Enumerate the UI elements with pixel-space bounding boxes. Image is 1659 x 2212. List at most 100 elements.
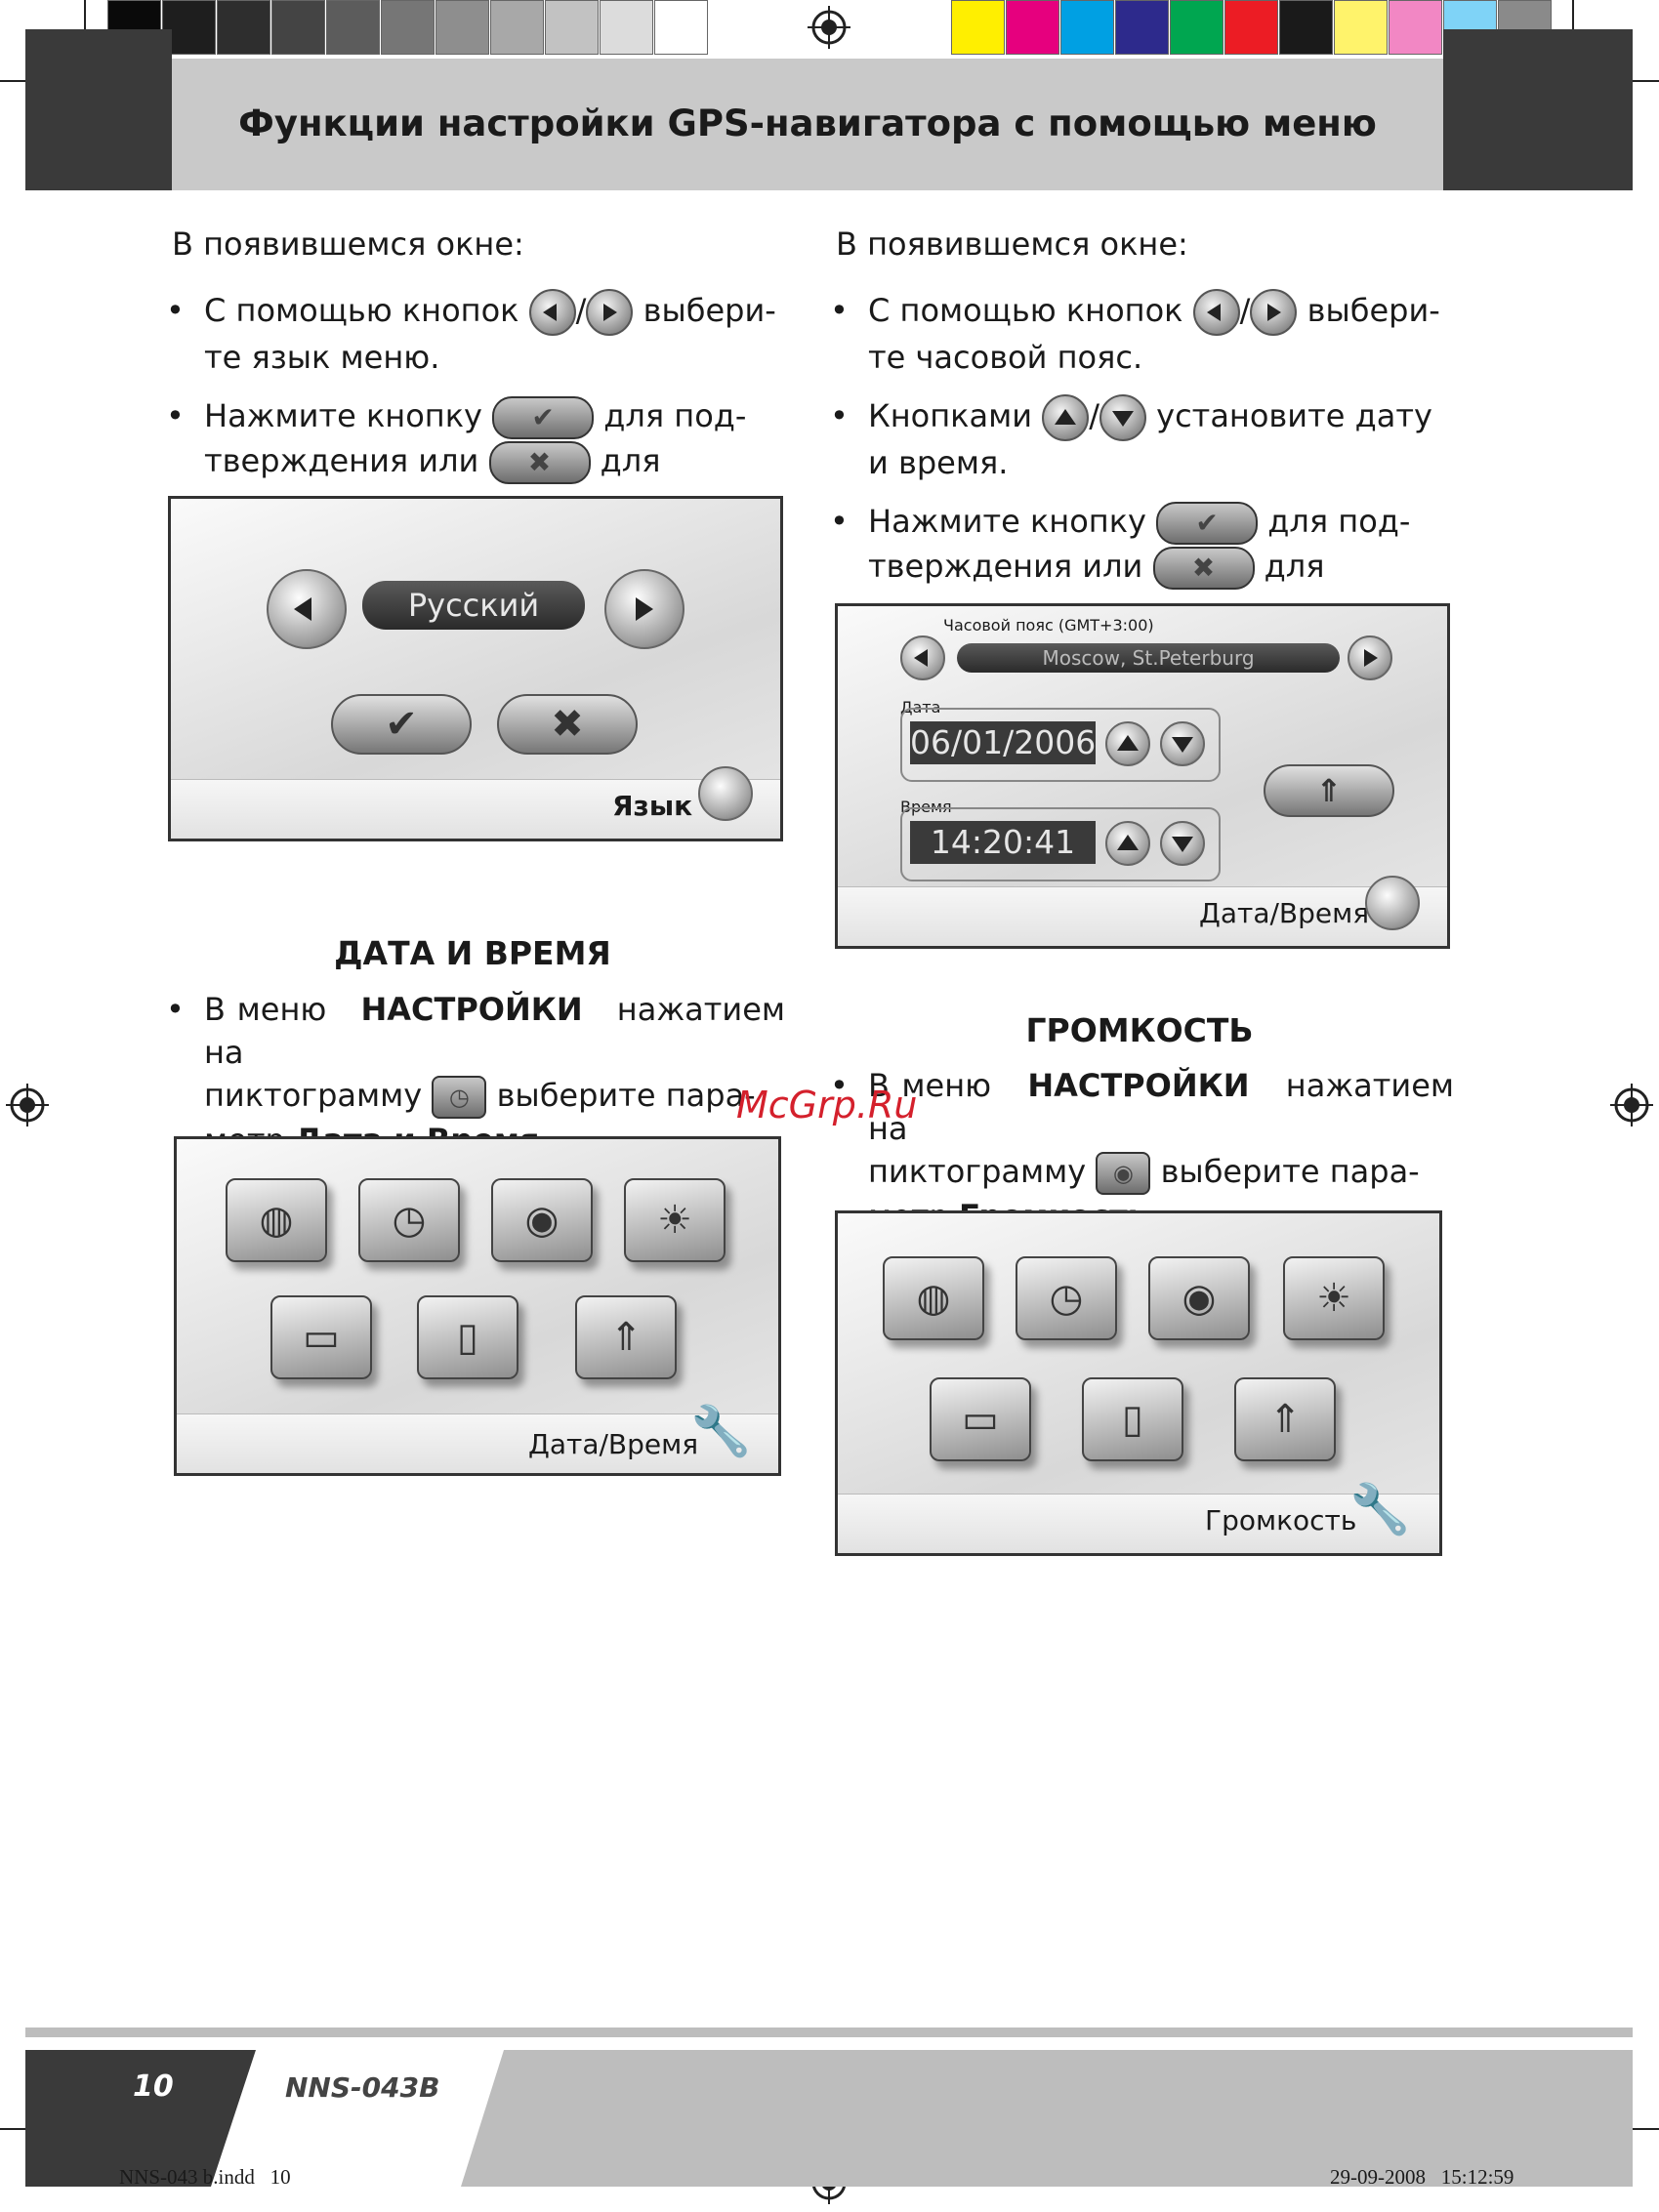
section-title-date-time: ДАТА И ВРЕМЯ (334, 934, 611, 972)
settings-menu-screen-volume: ◍ ◷ ◉ ☀ ▭ ▯ ⇑ Громкость 🔧 (835, 1210, 1442, 1556)
bullet: • (166, 397, 185, 434)
color-swatch (1170, 0, 1224, 55)
gray-swatch (654, 0, 708, 55)
model-name: NNS-043B (285, 2071, 440, 2104)
time-up-button[interactable] (1105, 821, 1150, 866)
date-value[interactable]: 06/01/2006 (910, 721, 1096, 764)
left-intro: В появившемся окне: (172, 225, 524, 263)
left-bullet-2: Нажмите кнопку ✔ для под- тверждения или… (204, 394, 785, 527)
footer-rule (25, 2028, 1633, 2037)
screen-footer-label: Дата/Время (528, 1428, 699, 1460)
registration-mark-icon (6, 1084, 49, 1126)
screen-footer (171, 779, 780, 839)
file-info: NNS-043 b.indd 10 (119, 2165, 291, 2189)
crop-mark (84, 0, 86, 55)
date-down-button[interactable] (1160, 721, 1205, 766)
bullet: • (830, 292, 849, 329)
date-group (900, 708, 1221, 782)
header-band (172, 59, 1443, 190)
back-button[interactable]: ⇑ (1264, 764, 1394, 817)
language-value: Русский (362, 581, 585, 630)
time-value[interactable]: 14:20:41 (910, 821, 1096, 864)
time-down-button[interactable] (1160, 821, 1205, 866)
confirm-button[interactable]: ✔ (331, 694, 472, 755)
date-time-screen: Часовой пояс (GMT+3:00) Moscow, St.Peter… (835, 603, 1450, 949)
gray-swatch (490, 0, 544, 55)
settings-menu-screen-date: ◍ ◷ ◉ ☀ ▭ ▯ ⇑ Дата/Время 🔧 (174, 1136, 781, 1476)
card-folder-icon[interactable]: ▭ (930, 1377, 1031, 1461)
clock-folder-icon[interactable]: ◷ (358, 1178, 460, 1262)
confirm-button-icon: ✔ (492, 396, 595, 439)
battery-folder-icon[interactable]: ▯ (1082, 1377, 1183, 1461)
globe-folder-icon[interactable]: ◍ (226, 1178, 327, 1262)
right-arrow-button (586, 289, 634, 336)
upload-folder-icon[interactable]: ⇑ (575, 1295, 677, 1379)
screen-footer-label: Дата/Время (1199, 897, 1370, 929)
cancel-button[interactable]: ✖ (497, 694, 638, 755)
gray-swatch (435, 0, 489, 55)
bullet: • (166, 292, 185, 329)
color-swatch (1060, 0, 1114, 55)
print-timestamp: 29-09-2008 15:12:59 (1330, 2165, 1514, 2189)
timezone-label: Часовой пояс (GMT+3:00) (943, 616, 1154, 635)
gray-swatch (545, 0, 599, 55)
registration-mark-icon (808, 6, 850, 49)
bullet: • (830, 397, 849, 434)
up-arrow-button (1042, 394, 1090, 441)
next-timezone-button[interactable] (1348, 635, 1392, 680)
down-arrow-button (1099, 394, 1146, 441)
prev-timezone-button[interactable] (900, 635, 945, 680)
crop-mark (1572, 0, 1574, 55)
timezone-value: Moscow, St.Peterburg (957, 643, 1340, 673)
time-label: Время (900, 798, 952, 816)
color-swatch (1389, 0, 1442, 55)
gray-swatch (217, 0, 270, 55)
brightness-folder-icon[interactable]: ☀ (1283, 1256, 1385, 1340)
speaker-folder-icon[interactable]: ◉ (1148, 1256, 1250, 1340)
next-language-button[interactable] (604, 569, 684, 649)
clock-folder-icon[interactable]: ◷ (1016, 1256, 1117, 1340)
confirm-button-icon: ✔ (1156, 502, 1259, 545)
screen-footer-label: Громкость (1205, 1504, 1357, 1536)
wrench-icon: 🔧 (1349, 1481, 1411, 1537)
header-right-block (1443, 29, 1633, 190)
battery-folder-icon[interactable]: ▯ (417, 1295, 518, 1379)
header-left-block (25, 29, 172, 190)
date-up-button[interactable] (1105, 721, 1150, 766)
screen-footer (177, 1413, 778, 1473)
bullet: • (830, 503, 849, 540)
right-arrow-button (1250, 289, 1298, 336)
right-bullet-1: С помощью кнопок / выбери- те часовой по… (868, 289, 1454, 379)
color-swatch (951, 0, 1005, 55)
brightness-folder-icon[interactable]: ☀ (624, 1178, 726, 1262)
right-bullet-3: Нажмите кнопку ✔ для под- тверждения или… (868, 500, 1454, 633)
speaker-folder-icon: ◉ (1096, 1152, 1151, 1195)
color-swatch (1006, 0, 1059, 55)
clock-icon (1365, 876, 1420, 930)
page-number: 10 (133, 2069, 174, 2104)
cancel-button-icon: ✖ (488, 441, 591, 484)
registration-mark-icon (1610, 1084, 1653, 1126)
gray-swatch (326, 0, 380, 55)
bullet: • (166, 991, 185, 1028)
left-arrow-button (1192, 289, 1240, 336)
screen-footer (838, 886, 1447, 946)
card-folder-icon[interactable]: ▭ (270, 1295, 372, 1379)
color-swatch (1224, 0, 1278, 55)
bullet: • (830, 1067, 849, 1104)
gray-swatch (600, 0, 653, 55)
globe-folder-icon[interactable]: ◍ (883, 1256, 984, 1340)
upload-folder-icon[interactable]: ⇑ (1234, 1377, 1336, 1461)
section-title-volume: ГРОМКОСТЬ (1025, 1011, 1254, 1049)
left-arrow-button (528, 289, 576, 336)
language-screen: Русский ✔ ✖ Язык (168, 496, 783, 841)
wrench-icon: 🔧 (690, 1403, 752, 1459)
screen-footer (838, 1494, 1439, 1553)
right-bullet-2: Кнопками / установите дату и время. (868, 394, 1454, 484)
screen-footer-label: Язык (612, 790, 693, 822)
clock-folder-icon: ◷ (432, 1076, 487, 1119)
prev-language-button[interactable] (267, 569, 347, 649)
cancel-button-icon: ✖ (1152, 547, 1255, 590)
left-bullet-1: С помощью кнопок / выбери- те язык меню. (204, 289, 785, 379)
speaker-folder-icon[interactable]: ◉ (491, 1178, 593, 1262)
